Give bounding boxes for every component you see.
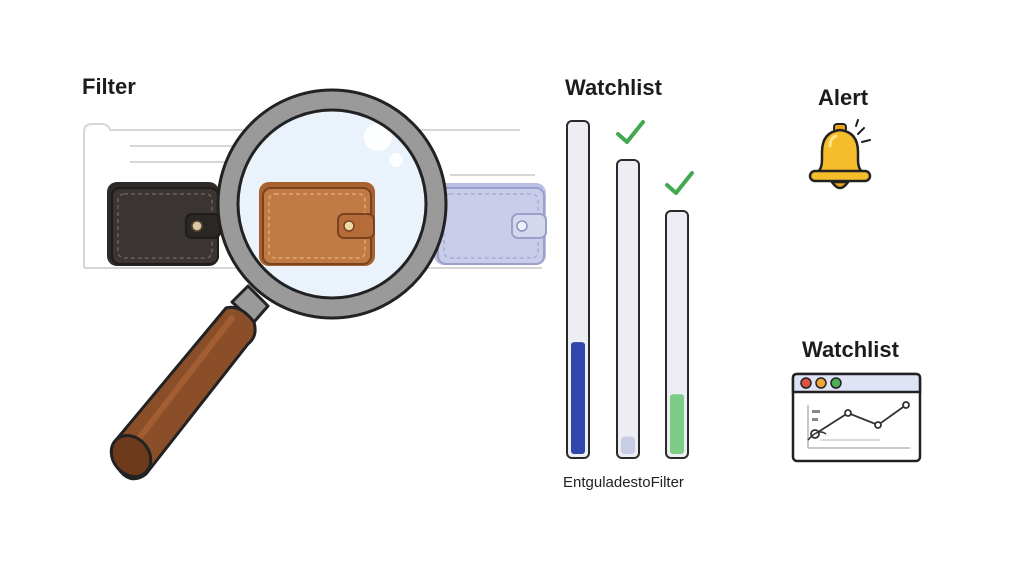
wallet-dark-icon bbox=[107, 182, 221, 266]
wallet-brown-icon bbox=[259, 182, 375, 266]
filter-card bbox=[83, 123, 542, 269]
caption-text: EntguladestoFilter bbox=[563, 474, 684, 491]
wallet-lavender-icon bbox=[434, 183, 547, 265]
watchlist-title: Watchlist bbox=[565, 75, 662, 100]
magnifying-glass-icon bbox=[109, 88, 448, 481]
alert-title: Alert bbox=[818, 85, 869, 110]
watchlist-bar-fill bbox=[571, 342, 585, 454]
check-icon bbox=[616, 120, 645, 144]
bell-icon bbox=[808, 119, 872, 190]
line-chart-icon bbox=[807, 401, 910, 449]
watchlist-bar-fill bbox=[670, 394, 684, 454]
watchlist-bar-fill bbox=[621, 436, 635, 454]
check-icon bbox=[665, 171, 694, 195]
watchlist-panel-title: Watchlist bbox=[802, 337, 899, 362]
watchlist-bar-track bbox=[616, 159, 640, 459]
filter-title: Filter bbox=[82, 74, 136, 99]
